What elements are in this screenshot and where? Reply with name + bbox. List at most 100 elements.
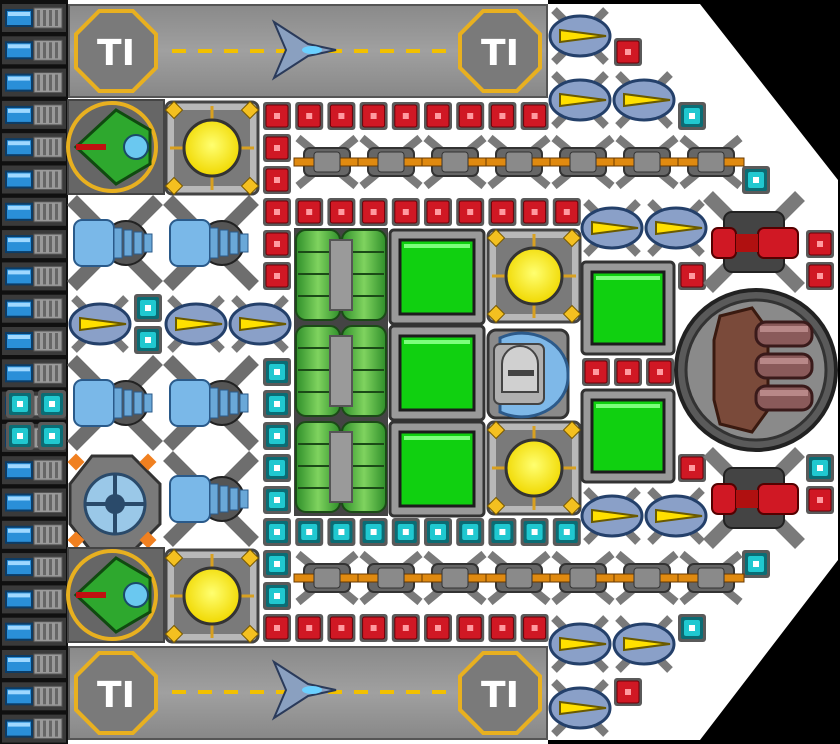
armor-block-icon[interactable] <box>295 198 324 226</box>
storage-container-icon[interactable] <box>580 388 676 484</box>
armor-block-icon[interactable] <box>806 262 834 290</box>
heavy-cannon-turret-icon[interactable] <box>674 288 838 452</box>
shield-generator-icon[interactable] <box>295 518 324 546</box>
shield-generator-icon[interactable] <box>424 518 452 546</box>
reactor-icon[interactable] <box>486 420 582 516</box>
thruster-icon[interactable] <box>2 682 66 711</box>
thruster-icon[interactable] <box>2 650 66 678</box>
shield-generator-icon[interactable] <box>456 518 485 546</box>
armor-block-icon[interactable] <box>520 102 549 130</box>
armor-block-icon[interactable] <box>263 614 291 642</box>
reactor-icon[interactable] <box>164 548 260 644</box>
shield-generator-icon[interactable] <box>552 518 581 546</box>
landing-pad-top-left[interactable]: TI <box>74 9 158 93</box>
armor-block-icon[interactable] <box>488 614 517 642</box>
laser-turret-icon[interactable] <box>548 7 612 65</box>
armor-block-icon[interactable] <box>391 198 420 226</box>
laser-turret-icon[interactable] <box>612 615 676 673</box>
laser-turret-icon[interactable] <box>644 199 708 257</box>
shield-generator-icon[interactable] <box>263 518 291 546</box>
cannon-turret-icon[interactable] <box>421 550 489 606</box>
thruster-icon[interactable] <box>2 714 66 743</box>
laser-turret-icon[interactable] <box>580 487 644 545</box>
cannon-turret-icon[interactable] <box>549 134 617 190</box>
thruster-icon[interactable] <box>2 327 66 355</box>
thruster-icon[interactable] <box>2 294 66 323</box>
cannon-turret-icon[interactable] <box>613 134 681 190</box>
landing-pad-bottom-right[interactable]: TI <box>458 651 542 735</box>
laser-turret-icon[interactable] <box>548 615 612 673</box>
thruster-icon[interactable] <box>2 359 66 388</box>
armor-block-icon[interactable] <box>327 198 356 226</box>
shield-generator-icon[interactable] <box>742 550 770 578</box>
shield-generator-icon[interactable] <box>678 102 706 130</box>
shield-generator-icon[interactable] <box>263 422 291 450</box>
landing-pad-top-right[interactable]: TI <box>458 9 542 93</box>
thruster-icon[interactable] <box>2 4 66 32</box>
missile-launcher-icon[interactable] <box>703 191 805 293</box>
shield-generator-icon[interactable] <box>263 358 291 386</box>
thruster-icon[interactable] <box>2 133 66 162</box>
cannon-turret-icon[interactable] <box>357 550 425 606</box>
armor-block-icon[interactable] <box>614 38 642 66</box>
armor-block-icon[interactable] <box>263 166 291 194</box>
armor-block-icon[interactable] <box>327 614 356 642</box>
armor-block-icon[interactable] <box>456 198 485 226</box>
cannon-turret-icon[interactable] <box>677 550 745 606</box>
thruster-icon[interactable] <box>2 197 66 226</box>
armor-block-icon[interactable] <box>424 614 452 642</box>
armor-block-icon[interactable] <box>263 134 291 162</box>
armor-block-icon[interactable] <box>678 262 706 290</box>
fighter-ship-icon[interactable] <box>271 659 337 721</box>
armor-block-icon[interactable] <box>424 198 452 226</box>
armor-block-icon[interactable] <box>263 230 291 258</box>
armor-block-icon[interactable] <box>488 198 517 226</box>
armor-block-icon[interactable] <box>295 102 324 130</box>
armor-block-icon[interactable] <box>295 614 324 642</box>
thruster-icon[interactable] <box>2 262 66 291</box>
armor-block-icon[interactable] <box>391 102 420 130</box>
armor-block-icon[interactable] <box>520 198 549 226</box>
gauss-turret-icon[interactable] <box>163 195 259 291</box>
storage-container-icon[interactable] <box>388 228 486 326</box>
armor-block-icon[interactable] <box>263 198 291 226</box>
landing-pad-bottom-left[interactable]: TI <box>74 651 158 735</box>
laser-turret-icon[interactable] <box>612 71 676 129</box>
shield-generator-icon[interactable] <box>520 518 549 546</box>
armor-block-icon[interactable] <box>806 486 834 514</box>
armor-block-icon[interactable] <box>424 102 452 130</box>
laser-turret-icon[interactable] <box>548 679 612 737</box>
shield-generator-icon[interactable] <box>134 294 162 322</box>
armor-block-icon[interactable] <box>359 102 388 130</box>
armor-block-icon[interactable] <box>582 358 610 386</box>
armor-block-icon[interactable] <box>614 358 642 386</box>
armor-block-icon[interactable] <box>646 358 674 386</box>
thruster-icon[interactable] <box>2 100 66 129</box>
thruster-icon[interactable] <box>2 520 66 549</box>
armor-block-icon[interactable] <box>263 102 291 130</box>
reactor-icon[interactable] <box>486 228 582 324</box>
cannon-turret-icon[interactable] <box>613 550 681 606</box>
shield-generator-icon[interactable] <box>6 422 34 450</box>
armor-block-icon[interactable] <box>552 198 581 226</box>
thruster-icon[interactable] <box>2 36 66 65</box>
sensor-dome-icon[interactable] <box>486 328 570 420</box>
armor-block-icon[interactable] <box>488 102 517 130</box>
shield-generator-icon[interactable] <box>327 518 356 546</box>
armor-block-icon[interactable] <box>391 614 420 642</box>
shield-generator-icon[interactable] <box>263 454 291 482</box>
shield-generator-icon[interactable] <box>359 518 388 546</box>
laser-turret-icon[interactable] <box>548 71 612 129</box>
shield-generator-icon[interactable] <box>678 614 706 642</box>
cannon-turret-icon[interactable] <box>549 550 617 606</box>
laser-turret-icon[interactable] <box>68 295 132 353</box>
shield-generator-icon[interactable] <box>263 390 291 418</box>
thruster-icon[interactable] <box>2 488 66 517</box>
shield-generator-icon[interactable] <box>134 326 162 354</box>
shield-generator-icon[interactable] <box>38 422 66 450</box>
fighter-bay-top[interactable] <box>66 99 165 195</box>
shield-generator-icon[interactable] <box>263 550 291 578</box>
laser-turret-icon[interactable] <box>164 295 228 353</box>
armor-block-icon[interactable] <box>456 614 485 642</box>
storage-container-icon[interactable] <box>388 420 486 518</box>
